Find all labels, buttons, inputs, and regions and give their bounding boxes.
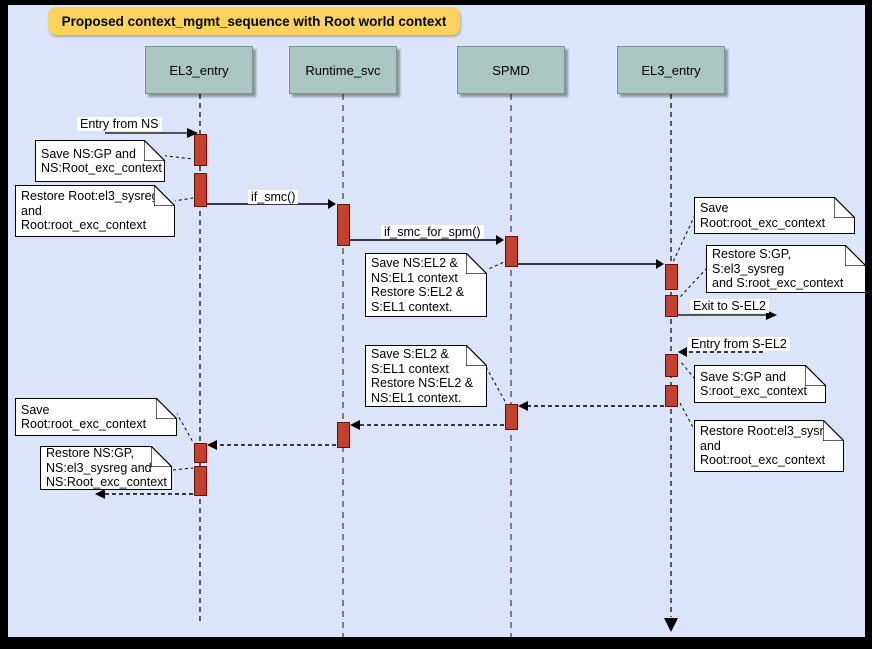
note-fold-icon	[156, 398, 177, 419]
note-save-root-exc-left: Save Root:root_exc_context	[15, 398, 177, 436]
note-text: Save NS:EL2 & NS:EL1 context Restore S:E…	[371, 256, 465, 314]
note-fold-icon	[144, 140, 165, 161]
actor-el3-entry-left: EL3_entry	[145, 46, 253, 94]
activation-el3-left-1	[193, 134, 207, 166]
label-entry-from-ns: Entry from NS	[77, 117, 162, 131]
activation-el3-left-3	[193, 443, 207, 463]
note-text: Save Root:root_exc_context	[21, 402, 147, 432]
note-text: Save S:EL2 & S:EL1 context Restore NS:EL…	[371, 347, 474, 405]
activation-el3-right-1	[664, 264, 678, 290]
actor-label: EL3_entry	[641, 62, 701, 78]
note-text: Restore NS:GP, NS:el3_sysreg and NS:Root…	[46, 446, 167, 490]
note-restore-s-gp: Restore S:GP, S:el3_sysreg and S:root_ex…	[706, 245, 866, 293]
note-fold-icon	[466, 253, 487, 274]
note-restore-root-el3-right: Restore Root:el3_sysreg and Root:root_ex…	[694, 420, 844, 472]
note-fold-icon	[154, 185, 175, 206]
actor-spmd: SPMD	[457, 46, 565, 94]
note-save-ns-el2: Save NS:EL2 & NS:EL1 context Restore S:E…	[365, 253, 487, 317]
frame-edge-bottom	[0, 637, 872, 649]
activation-el3-left-4	[193, 466, 207, 496]
note-text: Restore Root:el3_sysreg and Root:root_ex…	[21, 189, 159, 233]
label-if-smc: if_smc()	[248, 190, 299, 204]
note-fold-icon	[823, 420, 844, 441]
note-restore-ns-gp: Restore NS:GP, NS:el3_sysreg and NS:Root…	[40, 446, 172, 490]
label-exit-to-s-el2: Exit to S-EL2	[690, 299, 769, 313]
note-save-s-el2: Save S:EL2 & S:EL1 context Restore NS:EL…	[365, 345, 487, 407]
frame-edge-left	[0, 0, 8, 649]
note-fold-icon	[845, 245, 866, 266]
note-fold-icon	[151, 446, 172, 467]
label-if-smc-for-spm: if_smc_for_spm()	[381, 225, 484, 239]
activation-el3-right-4	[664, 385, 678, 407]
activation-spmd-2	[504, 404, 518, 430]
activation-el3-left-2	[193, 173, 207, 207]
note-text: Restore S:GP, S:el3_sysreg and S:root_ex…	[712, 247, 844, 291]
note-text: Save NS:GP and NS:Root_exc_context	[41, 146, 162, 176]
actor-el3-entry-right: EL3_entry	[617, 46, 725, 94]
note-save-s-gp: Save S:GP and S:root_exc_context	[694, 365, 826, 403]
activation-el3-right-3	[664, 354, 678, 377]
diagram-title: Proposed context_mgmt_sequence with Root…	[48, 7, 460, 35]
actor-label: EL3_entry	[169, 62, 229, 78]
activation-runtime-svc-1	[336, 204, 350, 246]
label-entry-from-s-el2: Entry from S-EL2	[688, 337, 790, 351]
note-fold-icon	[834, 197, 855, 218]
diagram-canvas	[8, 5, 865, 637]
actor-label: Runtime_svc	[305, 62, 381, 78]
activation-spmd-1	[504, 236, 518, 267]
note-restore-root-el3: Restore Root:el3_sysreg and Root:root_ex…	[15, 185, 175, 237]
note-fold-icon	[805, 365, 826, 386]
note-text: Save Root:root_exc_context	[700, 201, 826, 230]
frame-edge-top	[0, 0, 872, 5]
note-text: Restore Root:el3_sysreg and Root:root_ex…	[700, 424, 838, 468]
frame-edge-right	[865, 0, 872, 649]
note-fold-icon	[466, 345, 487, 366]
activation-el3-right-2	[664, 295, 678, 317]
note-save-ns-gp: Save NS:GP and NS:Root_exc_context	[35, 140, 165, 182]
activation-runtime-svc-2	[336, 422, 350, 448]
note-text: Save S:GP and S:root_exc_context	[700, 369, 808, 399]
actor-runtime-svc: Runtime_svc	[289, 46, 397, 94]
note-save-root-exc-right: Save Root:root_exc_context	[694, 197, 855, 234]
actor-label: SPMD	[492, 62, 530, 78]
